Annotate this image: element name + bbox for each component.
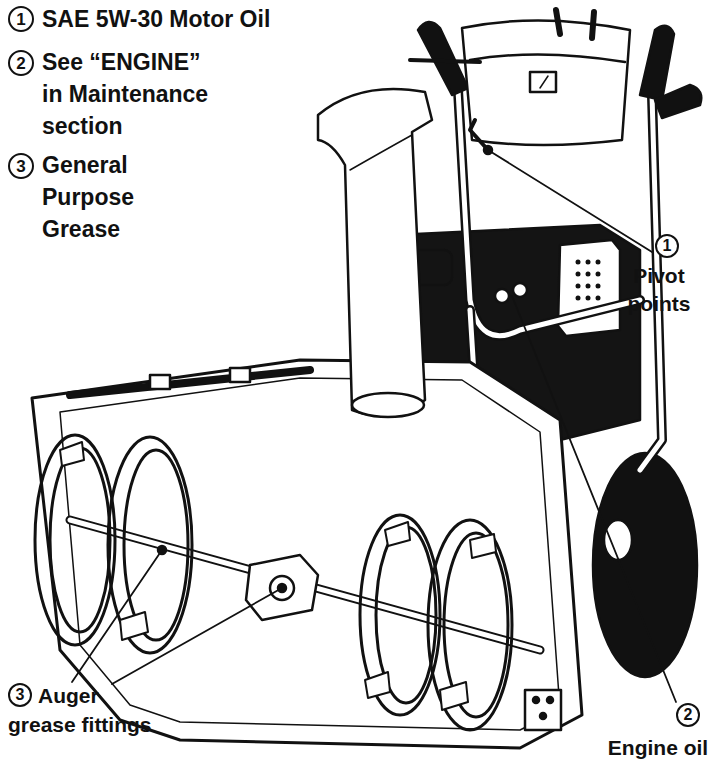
auger-housing [32,360,582,748]
auger-paddles [60,442,496,710]
callout-number: 2 [8,50,34,76]
auger-shaft [70,520,540,650]
leader-line [112,588,282,684]
leader-line [512,296,676,702]
muffler-vents [576,260,601,301]
leader-line [488,150,652,252]
oil-fill [513,283,527,297]
chute-base [352,393,424,417]
bearing [230,368,250,382]
bolt [547,697,553,703]
lever [592,12,594,38]
handle-grip [640,26,674,100]
callout-number: 2 [676,703,700,727]
bolt [533,697,539,703]
callout-number: 1 [8,6,34,32]
housing-inner [60,378,560,730]
handle-grip [655,85,701,118]
wheel [593,453,697,677]
panel-window [540,76,548,88]
callout-number: 3 [8,683,32,707]
top-shaft [70,370,310,395]
leader-dot [484,146,492,154]
callout-number: 3 [8,153,34,179]
lever [556,10,560,34]
callout-text: General Purpose Grease [42,149,162,245]
callout-text: See “ENGINE” in Maintenance section [42,46,214,142]
callout-text: Auger grease fittings [8,681,168,739]
skid-shoe [525,690,561,730]
discharge-chute [318,89,432,416]
bolt [540,713,546,719]
control-panel [462,20,630,145]
auger-spirals [35,435,512,730]
wheel-hub [604,520,632,560]
auger-shaft [70,520,540,650]
callout-text: Engine oil [602,734,712,762]
oil-fill [495,289,509,303]
crank-rod [410,60,480,62]
callout-text: Pivot points [603,262,712,318]
leader-line [72,550,162,682]
panel-edge [470,54,625,62]
bearing [150,375,170,389]
callout-text: SAE 5W-30 Motor Oil [42,3,322,35]
callout-number: 1 [655,234,679,258]
chute-edge [350,135,412,170]
panel-window [530,72,556,92]
